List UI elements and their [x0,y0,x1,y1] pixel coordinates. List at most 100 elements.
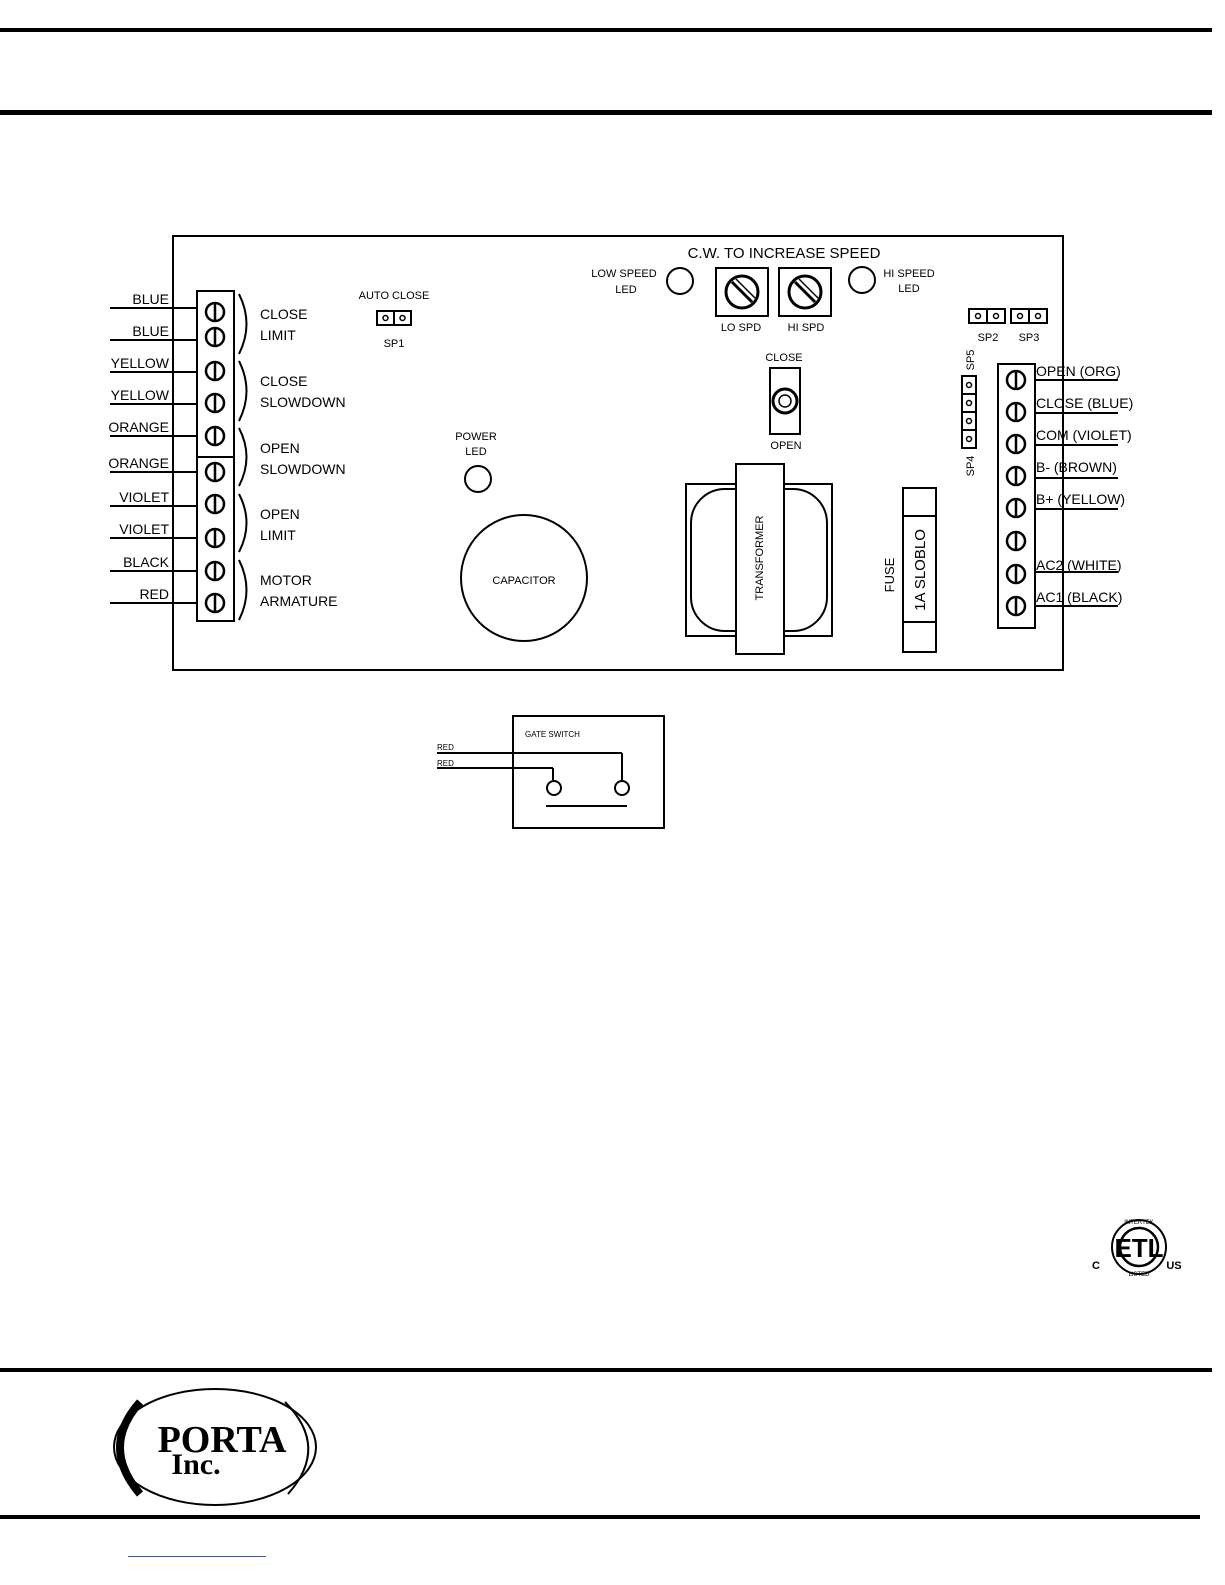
sp2-jumper[interactable] [968,308,1006,324]
gate-switch-title: GATE SWITCH [525,730,580,739]
switch-open-label: OPEN [770,440,801,452]
right-terminal-label: OPEN (ORG) [1036,363,1121,379]
right-terminal-2[interactable]: CLOSE (BLUE) [1005,395,1133,423]
etl-top-text: INTERTEK [1124,1220,1154,1226]
wire-color-label: ORANGE [108,455,169,471]
hi-spd-label: HI SPD [788,322,825,334]
gate-switch-wire-1: RED [437,743,454,752]
terminal-group-label-line2: ARMATURE [260,593,338,609]
right-terminal-7[interactable]: AC2 (WHITE) [1005,557,1122,585]
terminal-group-4: OPEN LIMIT [238,493,300,553]
left-terminal-6[interactable]: ORANGE [108,455,226,483]
sp5-jumper[interactable] [961,375,977,413]
right-terminal-label: COM (VIOLET) [1036,427,1132,443]
footer-bottom-rule [0,1515,1200,1519]
right-terminal-4[interactable]: B- (BROWN) [1005,459,1118,487]
left-terminal-9[interactable]: BLACK [110,554,226,582]
switch-close-label: CLOSE [765,352,802,364]
terminal-group-label-line1: CLOSE [260,306,307,322]
porta-logo: PORTA Inc. [113,1388,317,1506]
low-speed-led [666,267,694,295]
fuse-label: FUSE [882,557,897,592]
hi-spd-potentiometer[interactable] [778,267,832,317]
lo-spd-potentiometer[interactable] [715,267,769,317]
terminal-group-label-line1: OPEN [260,506,300,522]
transformer [685,463,833,655]
left-terminal-1[interactable]: BLUE [110,291,226,323]
right-terminal-label: CLOSE (BLUE) [1036,395,1133,411]
left-terminal-8[interactable]: VIOLET [110,521,226,549]
header-rule [0,110,1212,115]
right-terminal-label: AC1 (BLACK) [1036,589,1122,605]
wire-color-label: BLACK [123,554,170,570]
low-speed-led-label-2: LED [615,284,636,296]
left-terminal-5[interactable]: ORANGE [108,419,226,447]
control-board [172,235,1064,671]
sp4-label: SP4 [965,456,977,477]
terminal-group-label-line2: LIMIT [260,527,296,543]
right-terminal-5[interactable]: B+ (YELLOW) [1005,491,1125,519]
etl-bottom-text: LISTED [1128,1272,1150,1278]
high-speed-led-label-1: HI SPEED [883,268,934,280]
logo-porta-text: PORTA [158,1419,287,1461]
sp3-jumper[interactable] [1010,308,1048,324]
sp2-label: SP2 [978,332,999,344]
footer-top-rule [0,1368,1212,1372]
speed-title: C.W. TO INCREASE SPEED [688,245,881,262]
terminal-group-5: MOTOR ARMATURE [238,559,338,621]
sp1-label: SP1 [384,338,405,350]
autoclose-label: AUTO CLOSE [359,290,430,302]
power-led [464,465,492,493]
right-terminal-1[interactable]: OPEN (ORG) [1005,363,1121,391]
lo-spd-label: LO SPD [721,322,761,334]
etl-listed-mark: ETL INTERTEK LISTED C US [1092,1219,1182,1278]
wire-color-label: VIOLET [119,489,169,505]
gate-switch [437,715,665,829]
sp3-label: SP3 [1019,332,1040,344]
high-speed-led-label-2: LED [898,283,919,295]
terminal-group-label-line1: CLOSE [260,373,307,389]
terminal-group-label-line2: LIMIT [260,327,296,343]
right-terminal-6[interactable] [1005,530,1027,552]
terminal-group-1: CLOSE LIMIT [238,293,307,355]
terminal-group-label-line1: OPEN [260,440,300,456]
terminal-group-3: OPEN SLOWDOWN [238,427,346,487]
high-speed-led [848,266,876,294]
left-terminal-3[interactable]: YELLOW [110,355,226,382]
wire-color-label: VIOLET [119,521,169,537]
transformer-label: TRANSFORMER [754,515,766,600]
etl-c-text: C [1092,1260,1100,1272]
sp1-jumper[interactable] [376,310,412,326]
sp4-jumper[interactable] [961,411,977,449]
left-terminal-7[interactable]: VIOLET [110,489,226,515]
footer-link-underline[interactable] [128,1556,266,1557]
gate-switch-wire-2: RED [437,759,454,768]
etl-mark-text: ETL [1114,1233,1163,1263]
left-terminal-4[interactable]: YELLOW [110,387,226,414]
terminal-group-label-line2: SLOWDOWN [260,394,346,410]
terminal-group-label-line2: SLOWDOWN [260,461,346,477]
right-terminal-label: AC2 (WHITE) [1036,557,1122,573]
wire-color-label: BLUE [132,323,169,339]
capacitor [460,514,588,642]
top-rule [0,28,1212,32]
wire-color-label: RED [139,586,169,602]
close-open-switch[interactable] [769,367,801,435]
wire-color-label: ORANGE [108,419,169,435]
right-terminal-3[interactable]: COM (VIOLET) [1005,427,1132,455]
logo-inc-text: Inc. [171,1448,220,1481]
wire-color-label: BLUE [132,291,169,307]
etl-us-text: US [1166,1260,1181,1272]
right-terminal-8[interactable]: AC1 (BLACK) [1005,589,1122,617]
left-terminal-2[interactable]: BLUE [110,323,226,348]
wire-color-label: YELLOW [111,355,170,371]
right-terminal-label: B- (BROWN) [1036,459,1117,475]
power-led-label-2: LED [465,446,486,458]
fuse [902,487,937,653]
terminal-group-label-line1: MOTOR [260,572,312,588]
left-terminal-10[interactable]: RED [110,586,226,614]
right-terminal-label: B+ (YELLOW) [1036,491,1125,507]
sp5-label: SP5 [965,350,977,371]
low-speed-led-label-1: LOW SPEED [591,268,656,280]
